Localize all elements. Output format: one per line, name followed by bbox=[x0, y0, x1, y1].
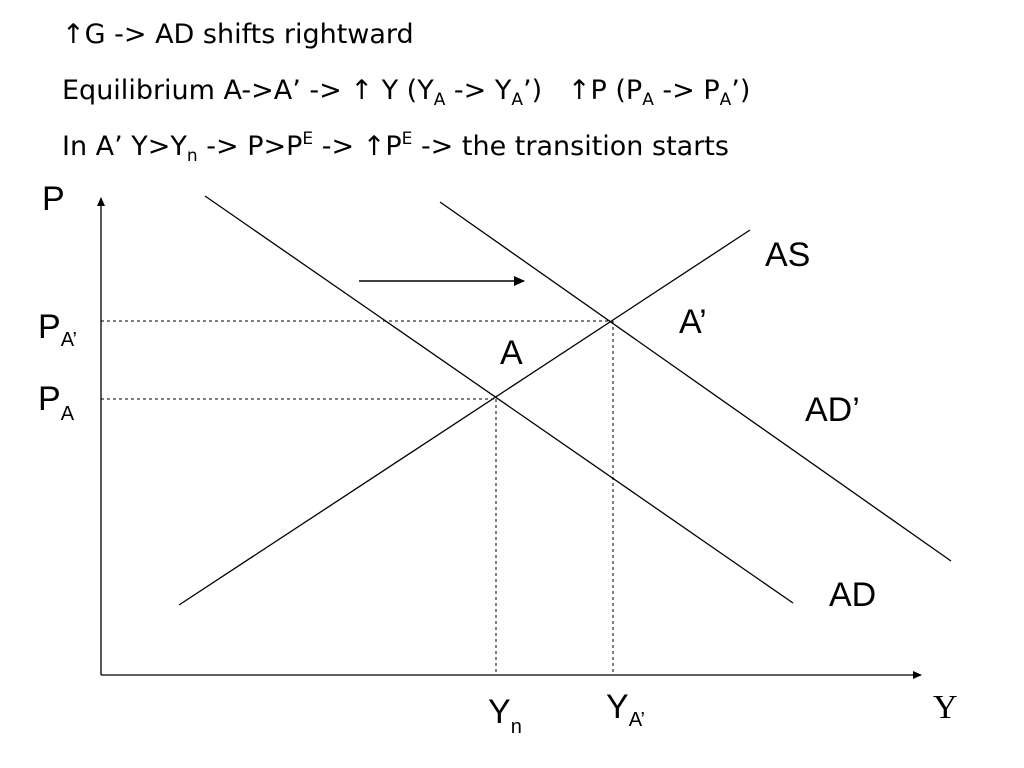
output-axis-label: Y bbox=[933, 689, 958, 726]
output-n-sub: n bbox=[511, 716, 522, 738]
ad-curve bbox=[204, 195, 794, 604]
ad-label: AD bbox=[829, 576, 876, 614]
point-a-label: A bbox=[500, 334, 523, 372]
output-a-prime-base: Y bbox=[606, 688, 629, 726]
line3-e: -> the transition starts bbox=[412, 131, 729, 162]
line2-p-mid: -> P bbox=[653, 75, 720, 106]
point-a-prime-label: A’ bbox=[679, 303, 707, 341]
line3-b: -> P>P bbox=[197, 131, 303, 162]
header-line-3: In A’ Y>Yn -> P>PE -> ↑PE -> the transit… bbox=[62, 131, 729, 165]
ad-prime-label: AD’ bbox=[805, 391, 860, 429]
price-axis-label: P bbox=[42, 180, 65, 218]
as-curve bbox=[178, 229, 751, 606]
output-a-prime-label: YA’ bbox=[606, 688, 645, 731]
up-arrow-icon: ↑ bbox=[350, 75, 374, 106]
line2-y-close: ’) bbox=[523, 75, 543, 106]
line2-p-close: ’) bbox=[731, 75, 751, 106]
line2-p-sub-2: A bbox=[719, 90, 732, 110]
output-a-prime-sub: A’ bbox=[629, 709, 645, 731]
price-a-prime-label: PA’ bbox=[38, 308, 77, 351]
price-a-sub: A bbox=[61, 403, 75, 425]
price-a-base: P bbox=[38, 380, 61, 418]
line2-y-sub-2: A bbox=[511, 90, 524, 110]
price-a-prime-sub: A’ bbox=[61, 329, 77, 351]
line3-d-sup: E bbox=[401, 129, 413, 149]
line2-prefix: Equilibrium A->A’ -> bbox=[62, 75, 351, 106]
header-line-2: Equilibrium A->A’ -> ↑ Y (YA -> YA’) ↑P … bbox=[62, 75, 751, 109]
up-arrow-icon: ↑ bbox=[362, 131, 386, 162]
line3-a: In A’ Y>Y bbox=[62, 131, 187, 162]
line2-p-sub-1: A bbox=[642, 90, 654, 110]
line2-p-open: P (P bbox=[590, 75, 643, 106]
price-a-label: PA bbox=[38, 380, 75, 425]
line2-y-sub-1: A bbox=[433, 90, 446, 110]
as-label: AS bbox=[765, 236, 810, 274]
up-arrow-icon: ↑ bbox=[62, 19, 85, 50]
line2-y-open: Y (Y bbox=[373, 75, 434, 106]
line3-a-sub: n bbox=[186, 146, 198, 166]
output-n-label: Yn bbox=[488, 693, 522, 738]
header-line-1: ↑G -> AD shifts rightward bbox=[62, 21, 414, 48]
price-a-prime-base: P bbox=[38, 308, 61, 346]
line1-text: G -> AD shifts rightward bbox=[84, 19, 414, 50]
line3-c: -> bbox=[313, 131, 363, 162]
line3-b-sup: E bbox=[302, 129, 314, 149]
line3-d: P bbox=[385, 131, 402, 162]
output-n-base: Y bbox=[488, 693, 511, 731]
up-arrow-icon: ↑ bbox=[567, 75, 591, 106]
ad-prime-curve bbox=[439, 201, 952, 562]
line2-y-mid: -> Y bbox=[445, 75, 512, 106]
